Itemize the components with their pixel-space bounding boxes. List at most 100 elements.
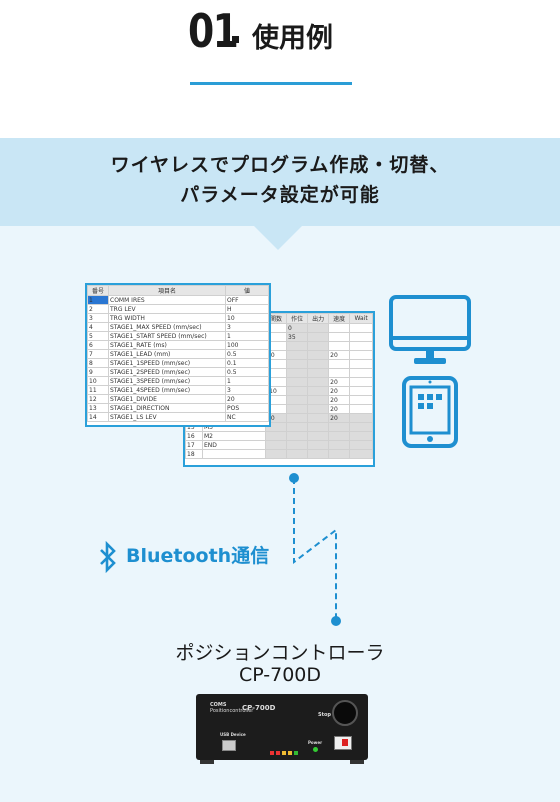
param-value-cell[interactable]: OFF (225, 295, 269, 305)
param-value-cell[interactable]: NC (225, 412, 269, 422)
param-value-cell[interactable]: H (225, 304, 269, 314)
program-cell (286, 449, 309, 459)
program-cell (349, 440, 373, 450)
param-col-header: 値 (225, 285, 269, 296)
program-col-header: 出力 (307, 313, 330, 324)
program-cell (264, 449, 288, 459)
param-number-cell: 11 (87, 385, 109, 395)
position-controller-device: COMS Positioncontroller CP-700D Stop USB… (196, 694, 368, 760)
device-foot (200, 760, 214, 764)
program-cell (349, 332, 373, 342)
param-value-cell[interactable]: 1 (225, 376, 269, 386)
banner (0, 138, 560, 226)
program-cell: 0 (286, 323, 309, 333)
desktop-monitor-icon (389, 295, 471, 364)
param-value-cell[interactable]: 0.5 (225, 349, 269, 359)
param-value-cell[interactable]: 10 (225, 313, 269, 323)
program-cell (286, 404, 309, 414)
param-value-cell[interactable]: 20 (225, 394, 269, 404)
program-cell (349, 368, 373, 378)
param-value-cell[interactable]: 0.5 (225, 367, 269, 377)
led-icon (276, 751, 280, 755)
program-cell (349, 359, 373, 369)
param-number-cell: 9 (87, 367, 109, 377)
program-cell: 17 (185, 440, 203, 450)
program-cell (349, 341, 373, 351)
param-value-cell[interactable]: 0.1 (225, 358, 269, 368)
program-cell (349, 422, 373, 432)
param-number-cell: 1 (87, 295, 109, 305)
param-name-cell: STAGE1_4SPEED (mm/sec) (108, 385, 226, 395)
program-cell (286, 386, 309, 396)
program-cell (349, 350, 373, 360)
program-cell (286, 359, 309, 369)
parameter-table-header: 番号 項目名 値 (87, 285, 269, 296)
led-icon (288, 751, 292, 755)
program-cell (328, 341, 351, 351)
device-stop-label: Stop (318, 712, 332, 718)
program-cell (349, 323, 373, 333)
param-col-header: 番号 (87, 285, 109, 296)
param-value-cell[interactable]: POS (225, 403, 269, 413)
param-number-cell: 5 (87, 331, 109, 341)
param-value-cell[interactable]: 100 (225, 340, 269, 350)
param-value-cell[interactable]: 3 (225, 322, 269, 332)
program-cell (307, 404, 330, 414)
param-name-cell: COMM IRES (108, 295, 226, 305)
status-leds (270, 742, 298, 760)
power-led-icon (313, 747, 318, 752)
program-cell (307, 332, 330, 342)
param-name-cell: STAGE1_MAX SPEED (mm/sec) (108, 322, 226, 332)
program-cell (286, 395, 309, 405)
tablet-icon (402, 376, 458, 448)
banner-pointer (254, 226, 302, 250)
banner-line-1: ワイヤレスでプログラム作成・切替、 (110, 154, 450, 176)
program-cell: M2 (202, 431, 266, 441)
device-brand: COMS (210, 702, 227, 708)
param-name-cell: STAGE1_LS LEV (108, 412, 226, 422)
program-cell (328, 440, 351, 450)
section-number: 01 (188, 4, 239, 58)
program-cell (328, 368, 351, 378)
param-number-cell: 8 (87, 358, 109, 368)
param-number-cell: 2 (87, 304, 109, 314)
param-number-cell: 3 (87, 313, 109, 323)
param-col-header: 項目名 (108, 285, 226, 296)
program-cell (307, 323, 330, 333)
led-icon (270, 751, 274, 755)
led-icon (282, 751, 286, 755)
program-cell (349, 395, 373, 405)
program-cell: 20 (328, 413, 351, 423)
param-number-cell: 13 (87, 403, 109, 413)
param-value-cell[interactable]: 3 (225, 385, 269, 395)
device-foot (350, 760, 364, 764)
program-cell (286, 350, 309, 360)
param-name-cell: STAGE1_LEAD (mm) (108, 349, 226, 359)
program-cell (349, 404, 373, 414)
param-number-cell: 4 (87, 322, 109, 332)
program-cell (307, 350, 330, 360)
param-value-cell[interactable]: 1 (225, 331, 269, 341)
program-cell (307, 377, 330, 387)
program-cell (328, 422, 351, 432)
program-row[interactable]: 18 (185, 449, 373, 459)
